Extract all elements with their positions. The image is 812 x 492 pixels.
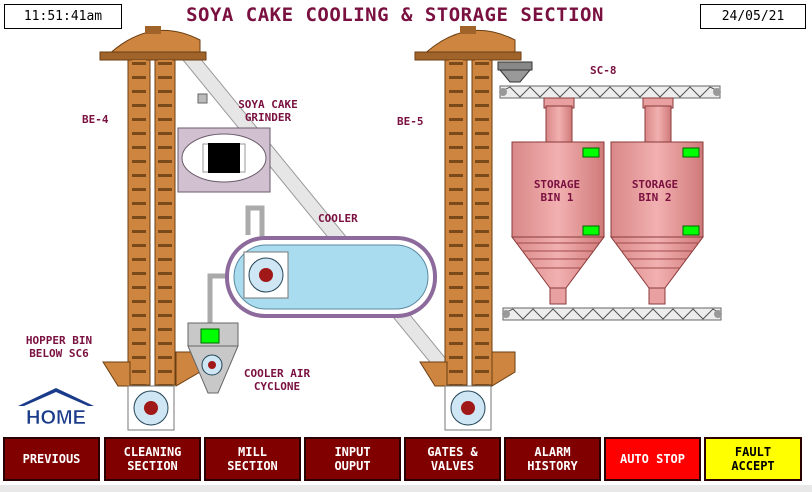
auto-stop-button[interactable]: AUTO STOP	[604, 437, 701, 481]
home-label: HOME	[26, 407, 86, 428]
date-display: 24/05/21	[700, 4, 806, 29]
label-sc8: SC-8	[590, 64, 617, 77]
page-title: SOYA CAKE COOLING & STORAGE SECTION	[186, 4, 604, 26]
sc8-inlet-funnel	[497, 61, 533, 83]
label-grinder: SOYA CAKE GRINDER	[238, 98, 298, 124]
date-text: 24/05/21	[721, 9, 785, 24]
label-be5: BE-5	[397, 115, 424, 128]
soya-cake-grinder	[177, 127, 271, 193]
clock-display: 11:51:41am	[4, 4, 122, 29]
bottom-conveyor	[502, 307, 722, 321]
clock-time: 11:51:41am	[23, 9, 103, 24]
navigation-bar: PREVIOUS CLEANING SECTION MILL SECTION I…	[0, 437, 812, 483]
label-hopper-bin: HOPPER BIN BELOW SC6	[25, 334, 93, 360]
bin1-high-level-indicator	[582, 147, 600, 158]
home-button[interactable]: HOME	[12, 386, 102, 429]
gate-indicator	[197, 93, 208, 104]
label-storage-bin-1: STORAGE BIN 1	[533, 178, 581, 204]
fault-accept-button[interactable]: FAULT ACCEPT	[704, 437, 802, 481]
mill-section-button[interactable]: MILL SECTION	[204, 437, 301, 481]
previous-button[interactable]: PREVIOUS	[3, 437, 100, 481]
gates-valves-button[interactable]: GATES & VALVES	[404, 437, 501, 481]
bin1-low-level-indicator	[582, 225, 600, 236]
storage-bin-1	[511, 97, 605, 305]
be5-fan-icon	[444, 385, 492, 431]
storage-bin-2	[610, 97, 704, 305]
label-cyclone: COOLER AIR CYCLONE	[243, 367, 311, 393]
input-output-button[interactable]: INPUT OUPUT	[304, 437, 401, 481]
label-cooler: COOLER	[318, 212, 358, 225]
cleaning-section-button[interactable]: CLEANING SECTION	[104, 437, 201, 481]
be4-fan-icon	[127, 385, 175, 431]
alarm-history-button[interactable]: ALARM HISTORY	[504, 437, 601, 481]
bin2-low-level-indicator	[682, 225, 700, 236]
bin2-high-level-indicator	[682, 147, 700, 158]
bottom-strip	[0, 485, 812, 492]
label-be4: BE-4	[82, 113, 109, 126]
bucket-elevator-be4	[99, 26, 207, 387]
bucket-elevator-be5	[414, 26, 522, 387]
process-diagram	[99, 26, 722, 431]
sc8-conveyor	[499, 85, 721, 99]
home-icon: HOME	[18, 388, 94, 429]
label-storage-bin-2: STORAGE BIN 2	[631, 178, 679, 204]
cooler-air-cyclone	[187, 322, 239, 394]
cooler-fan-icon	[243, 251, 289, 299]
